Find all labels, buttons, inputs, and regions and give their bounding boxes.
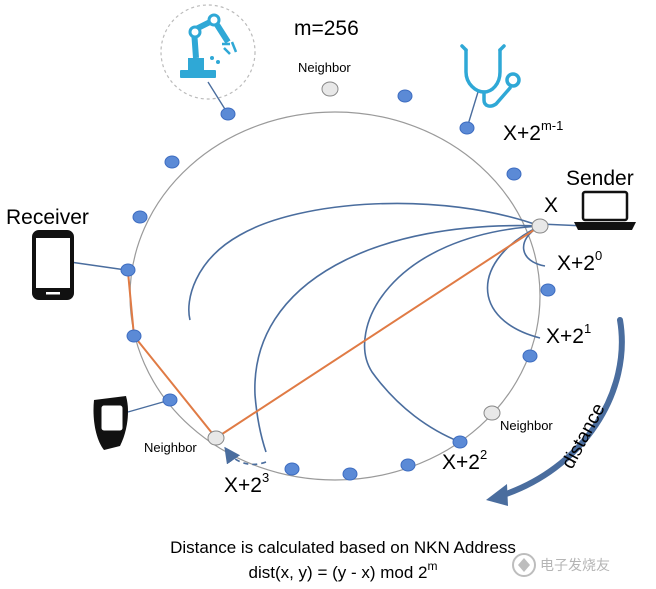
ring-node [522,349,538,363]
robot-arm-icon [160,4,256,100]
smartwatch-icon [93,396,128,450]
phone-icon [32,230,74,300]
finger-curve-3 [254,224,541,453]
ring-node [120,263,136,277]
laptop-icon [574,190,636,230]
ring-nodes [120,81,556,481]
ring [129,111,541,481]
ring-node [400,458,416,472]
ring-node [284,462,300,476]
finger-3-label: X+23 [224,470,269,497]
neighbor-node-left [207,430,225,446]
ring-node [126,329,142,343]
ring-node [452,435,468,449]
finger-1-label: X+21 [546,321,591,348]
neighbor-label-left: Neighbor [144,440,197,455]
receiver-label: Receiver [6,206,89,229]
route-path [127,225,541,440]
ring-node [459,121,475,135]
distance-label: distance [558,400,610,472]
caption-line-2: dist(x, y) = (y - x) mod 2m [249,559,438,582]
neighbor-node-right [483,405,501,421]
finger-2-label: X+22 [442,447,487,474]
ring-node [132,210,148,224]
distance-arrow [494,317,625,500]
ring-node [220,107,236,121]
finger-m1-label: X+2m-1 [503,118,563,145]
neighbor-label-top: Neighbor [298,60,351,75]
ring-node [397,89,413,103]
phone-connector [69,261,127,271]
caption-line-1: Distance is calculated based on NKN Addr… [170,538,516,557]
distance-arrowhead [486,484,508,506]
neighbor-node-top [321,81,339,97]
sender-label: Sender [566,167,634,190]
stethoscope-icon [460,44,521,108]
finger-curve-2 [363,225,541,443]
ring-node [162,393,178,407]
ring-node [164,155,180,169]
ring-node [342,467,358,481]
watermark-text: 电子发烧友 [540,557,610,573]
sender-node [531,218,549,234]
finger-0-label: X+20 [557,248,602,275]
ring-node [540,283,556,297]
m-label: m=256 [294,17,359,40]
x-label: X [544,194,558,217]
ring-node [506,167,522,181]
watermark: 电子发烧友 [512,553,610,577]
finger-curve-4 [188,202,541,321]
finger-3-arrow [224,446,267,466]
neighbor-label-right: Neighbor [500,418,553,433]
